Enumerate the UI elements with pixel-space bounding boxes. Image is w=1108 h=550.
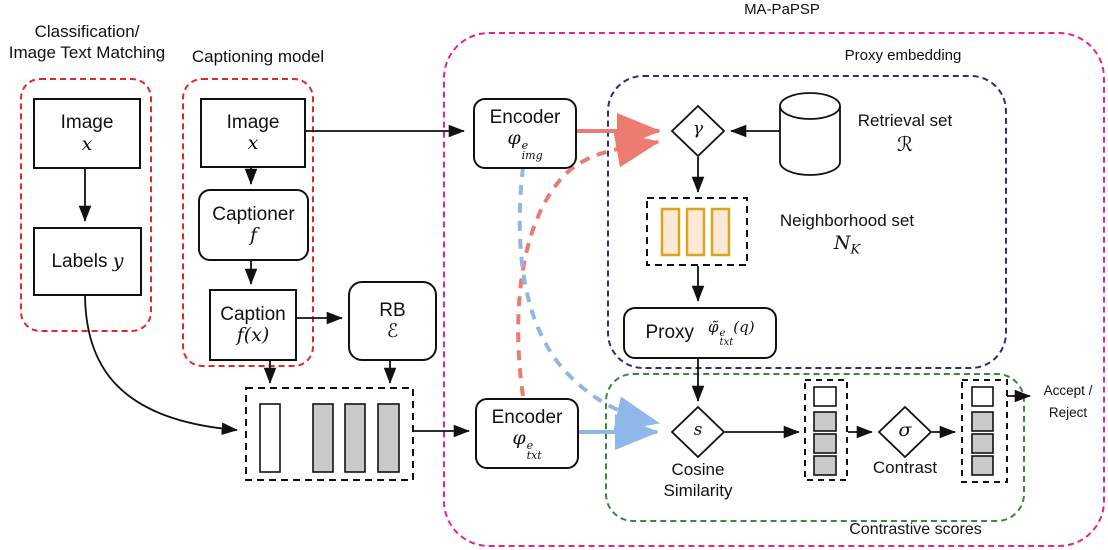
proxy-embedding-group-box (607, 75, 1007, 369)
node-labels-y: Labels y (33, 227, 142, 296)
embedding-bar-white (259, 403, 281, 473)
neighborhood-bar (710, 207, 731, 257)
sigma-diamond (877, 405, 933, 459)
embedding-bar-gray (312, 403, 334, 473)
embedding-bar-gray (344, 403, 366, 473)
node-image-cap-math: x (247, 132, 259, 154)
phi-sub: txt (719, 336, 734, 348)
database-cylinder-body (779, 106, 841, 176)
n-symbol: N (833, 231, 851, 254)
node-labels-y-text: Labels y (51, 249, 124, 272)
captioning-group-box (182, 78, 314, 367)
node-captioner-math: f (249, 224, 258, 246)
classification-group-box (20, 78, 152, 332)
contrastive-scores-title: Contrastive scores (849, 521, 982, 538)
node-image-clf-label: Image (60, 112, 114, 134)
database-cylinder-top (779, 92, 841, 120)
arrow-labels-to-embeddings (84, 292, 238, 436)
node-image-cap: Image x (200, 98, 306, 168)
score-cell-white (813, 386, 837, 407)
cosine-line2: Similarity (663, 480, 733, 500)
contrast-cell-white (971, 386, 994, 407)
node-image-clf-math: x (81, 132, 93, 155)
gamma-diamond (670, 104, 726, 158)
node-caption: Caption f(x) (209, 289, 297, 361)
phi-sup: e (719, 328, 726, 340)
s-diamond (670, 405, 726, 459)
proxy-arg: (q) (733, 317, 755, 336)
accept-reject-label: Accept / Reject (1028, 380, 1108, 423)
retrieval-set-text: Retrieval set (857, 111, 953, 130)
phi-sub: img (521, 148, 543, 162)
ma-papsp-title: MA-PaPSP (744, 1, 820, 18)
arrow-encoder-img-to-s-dashed (517, 166, 660, 432)
neighborhood-set-symbol: NK (758, 232, 936, 258)
phi-sub: txt (526, 448, 542, 462)
phi-sup: e (521, 139, 529, 153)
node-captioner: Captioner f (198, 189, 309, 261)
node-rb-math: ℰ (386, 320, 399, 342)
contrast-cell-gray (971, 411, 994, 432)
score-cell-gray (813, 455, 837, 476)
node-encoder-txt-label: Encoder (491, 407, 563, 429)
embedding-bar-gray (377, 403, 400, 473)
captioning-title: Captioning model (191, 47, 325, 66)
cosine-line1: Cosine (671, 460, 725, 479)
proxy-embedding-title: Proxy embedding (844, 47, 962, 64)
node-caption-math: f(x) (236, 324, 270, 346)
node-rb: RB ℰ (348, 281, 437, 361)
phi-tilde-symbol: φ̃ (708, 317, 719, 336)
retrieval-set-label: Retrieval set ℛ (845, 111, 965, 156)
phi-symbol: φ (512, 427, 526, 450)
classification-title: Classification/ Image Text Matching (0, 22, 176, 63)
neighborhood-set-text: Neighborhood set (779, 211, 915, 230)
phi-sup: e (526, 439, 534, 453)
phi-symbol: φ (507, 127, 521, 150)
ma-papsp-group-box (443, 32, 1105, 547)
s-symbol: s (693, 420, 703, 440)
classification-title-line1: Classification/ (34, 22, 140, 41)
accept-line: Accept / (1043, 383, 1093, 398)
node-image-clf: Image x (33, 98, 141, 169)
node-rb-label: RB (379, 299, 406, 321)
contrast-cell-gray (971, 455, 994, 476)
neighborhood-set-label: Neighborhood set NK (758, 211, 936, 258)
gamma-symbol: γ (692, 119, 704, 139)
node-labels-y-label: Labels (51, 250, 108, 272)
retrieval-set-symbol: ℛ (897, 131, 913, 156)
node-proxy-label: Proxy (645, 322, 695, 344)
cosine-similarity-label: Cosine Similarity (623, 460, 773, 501)
node-labels-y-math: y (112, 249, 124, 272)
node-caption-label: Caption (220, 303, 286, 325)
arrow-encoder-txt-to-gamma-dashed (516, 131, 660, 397)
neighborhood-bar (660, 207, 681, 257)
sigma-symbol: σ (898, 419, 912, 441)
contrastive-scores-group-box (605, 373, 1025, 522)
neighborhood-bar (685, 207, 706, 257)
node-encoder-img-label: Encoder (489, 107, 561, 129)
reject-line: Reject (1048, 404, 1088, 420)
classification-title-line2: Image Text Matching (8, 42, 166, 62)
contrast-label: Contrast (872, 458, 938, 477)
n-sub-k: K (850, 242, 861, 258)
contrast-cell-gray (971, 433, 994, 454)
node-image-cap-label: Image (226, 111, 280, 133)
score-cell-gray (813, 433, 837, 454)
node-captioner-label: Captioner (212, 203, 295, 225)
score-cell-gray (813, 411, 837, 432)
